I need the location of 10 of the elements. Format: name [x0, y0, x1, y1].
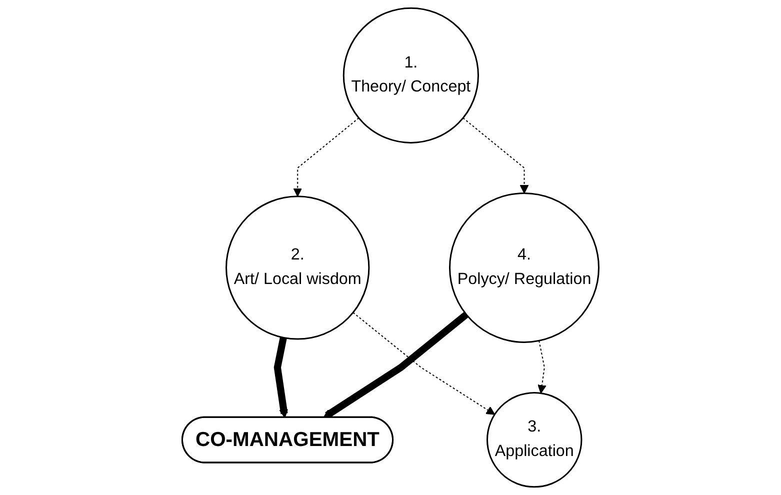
- arrow: [462, 118, 529, 194]
- arrow: [538, 340, 546, 394]
- arrow: [352, 312, 496, 415]
- node-circle: 4. Polycy/ Regulation: [449, 192, 600, 343]
- node-circle: 1. Theory/ Concept: [342, 7, 479, 144]
- node-circle: 3. Application: [486, 392, 582, 488]
- node-circle: 2. Art/ Local wisdom: [226, 196, 370, 340]
- arrow: [293, 118, 360, 197]
- arrow: [323, 312, 469, 418]
- arrow: [274, 336, 288, 418]
